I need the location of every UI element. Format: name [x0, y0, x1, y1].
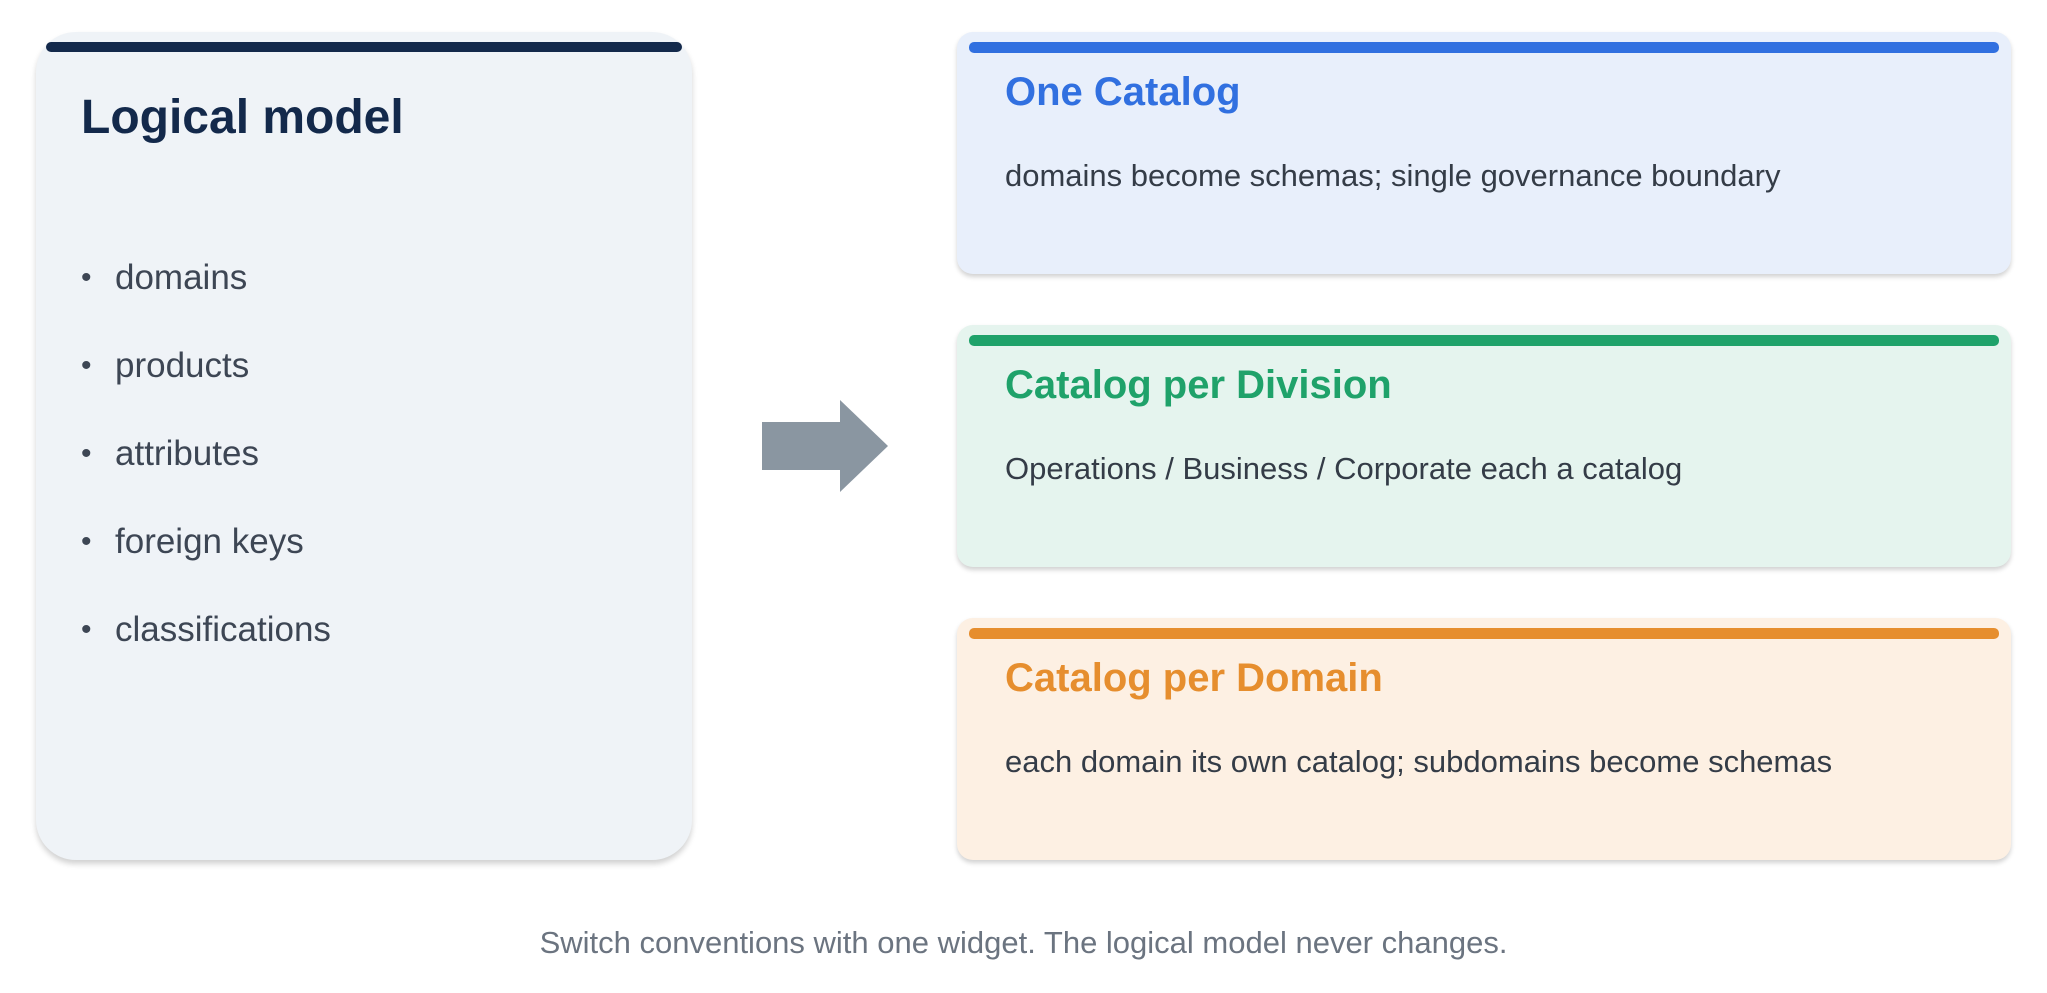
card-title: Catalog per Division [1005, 363, 1392, 407]
logical-model-panel: Logical model • domains • products • attrib… [36, 32, 692, 860]
card-accent-bar [969, 628, 1999, 639]
list-item: • attributes [81, 434, 331, 522]
logical-model-list: • domains • products • attributes • foreign … [81, 258, 331, 698]
card-title: One Catalog [1005, 70, 1241, 114]
bullet-icon: • [81, 261, 92, 294]
card-description: domains become schemas; single governanc… [1005, 158, 1781, 193]
list-item: • foreign keys [81, 522, 331, 610]
footer-caption: Switch conventions with one widget. The … [539, 925, 1508, 960]
card-description: each domain its own catalog; subdomains … [1005, 744, 1833, 779]
bullet-icon: • [81, 613, 92, 646]
right-arrow-icon [762, 400, 888, 492]
list-item-label: attributes [115, 434, 259, 473]
list-item-label: classifications [115, 610, 331, 649]
panel-title: Logical model [81, 91, 404, 144]
card-one-catalog: One Catalog domains become schemas; sing… [957, 32, 2011, 274]
card-catalog-per-division: Catalog per Division Operations / Busine… [957, 325, 2011, 567]
card-title: Catalog per Domain [1005, 656, 1383, 700]
list-item-label: domains [115, 258, 248, 297]
list-item: • domains [81, 258, 331, 346]
bullet-icon: • [81, 525, 92, 558]
panel-accent-bar [46, 42, 682, 52]
bullet-icon: • [81, 437, 92, 470]
card-accent-bar [969, 335, 1999, 346]
list-item: • classifications [81, 610, 331, 698]
list-item: • products [81, 346, 331, 434]
card-description: Operations / Business / Corporate each a… [1005, 451, 1683, 486]
card-accent-bar [969, 42, 1999, 53]
bullet-icon: • [81, 349, 92, 382]
list-item-label: foreign keys [115, 522, 304, 561]
card-catalog-per-domain: Catalog per Domain each domain its own c… [957, 618, 2011, 860]
list-item-label: products [115, 346, 250, 385]
